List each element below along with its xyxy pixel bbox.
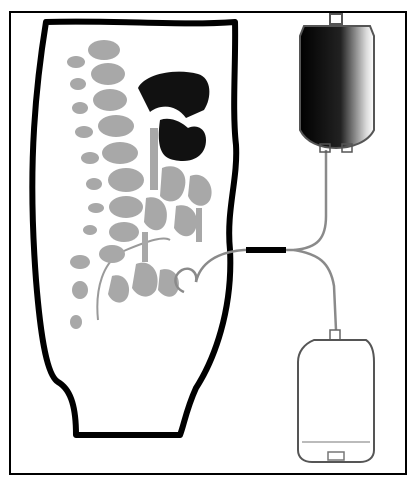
tube-connector [246,247,286,253]
inflow-bag [300,14,374,152]
drain-bag [298,330,374,462]
